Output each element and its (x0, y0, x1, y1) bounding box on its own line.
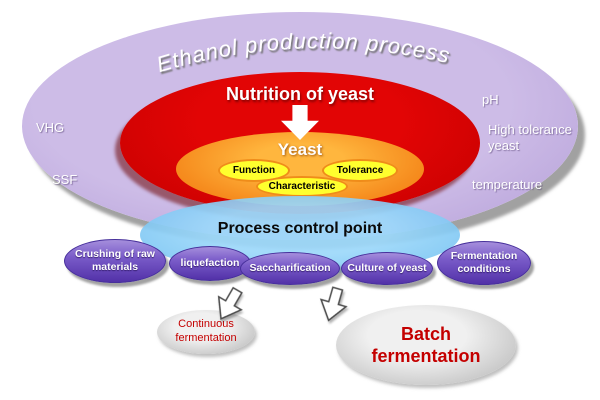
step-crushing-raw-materials: Crushing of raw materials (64, 239, 166, 283)
diagram-title: Ethanol production process (154, 28, 452, 77)
output-continuous-label: Continuous fermentation (175, 318, 237, 344)
arrow-to-batch-icon (319, 286, 348, 322)
process-control-label: Process control point (217, 220, 383, 237)
label-temperature: temperature (472, 177, 543, 192)
attribute-characteristic: Characteristic (256, 176, 348, 197)
step-saccharification: Saccharification (240, 252, 340, 285)
label-high-tolerance-yeast: High tolerance yeast (488, 122, 572, 154)
yeast-label: Yeast (277, 140, 323, 159)
step-culture-of-yeast: Culture of yeast (341, 252, 433, 285)
step-fermentation-conditions: Fermentation conditions (437, 241, 531, 285)
label-vhg: VHG (36, 120, 65, 135)
output-batch-fermentation: Batch fermentation (336, 305, 516, 385)
output-continuous-fermentation: Continuous fermentation (157, 310, 255, 354)
svg-text:Ethanol production process: Ethanol production process (154, 28, 453, 77)
arrow-to-continuous-icon (217, 286, 243, 320)
label-ph: pH (482, 92, 499, 107)
nutrition-label: Nutrition of yeast (225, 84, 374, 104)
label-ssf: SSF (52, 172, 78, 187)
attribute-function: Function (218, 159, 290, 182)
diagram-title-arc: Ethanol production process (154, 28, 453, 77)
step-liquefaction: liquefaction (169, 246, 251, 281)
output-batch-label: Batch fermentation (371, 323, 481, 367)
attribute-tolerance: Tolerance (322, 159, 398, 182)
